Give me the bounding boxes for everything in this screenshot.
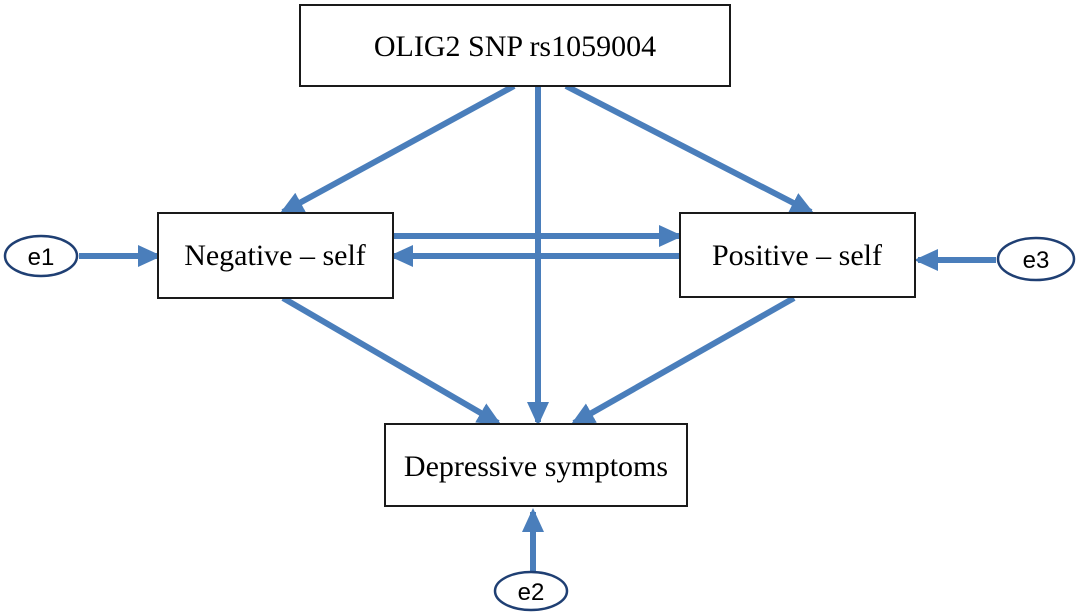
- error-e2-label: e2: [518, 579, 545, 606]
- node-snp: OLIG2 SNP rs1059004: [299, 4, 731, 87]
- error-e2-ellipse: [493, 570, 569, 612]
- error-e3: e3: [996, 236, 1076, 282]
- error-e3-ellipse: [996, 236, 1076, 282]
- node-positive-self-box: [679, 212, 916, 298]
- node-snp-box: [299, 4, 731, 87]
- node-negative-self-box: [157, 212, 394, 299]
- arrow-snp-to-positive: [564, 83, 815, 215]
- error-e1: e1: [3, 234, 79, 278]
- node-negative-self: Negative – self: [157, 212, 394, 299]
- error-e2: e2: [493, 570, 569, 612]
- arrow-positive-to-depressive: [570, 295, 796, 426]
- node-negative-self-label: Negative – self: [184, 239, 366, 272]
- node-positive-self: Positive – self: [679, 212, 916, 298]
- node-positive-self-label: Positive – self: [712, 239, 882, 272]
- node-depressive-symptoms: Depressive symptoms: [384, 423, 688, 507]
- node-depressive-symptoms-label: Depressive symptoms: [404, 450, 668, 483]
- error-e3-label: e3: [1023, 247, 1050, 274]
- node-snp-label: OLIG2 SNP rs1059004: [374, 30, 656, 63]
- arrows-layer: [79, 83, 996, 572]
- arrow-snp-to-negative: [279, 83, 516, 215]
- arrow-negative-to-depressive: [281, 295, 502, 426]
- error-e1-label: e1: [28, 244, 55, 271]
- error-e1-ellipse: [3, 234, 79, 278]
- node-depressive-symptoms-box: [384, 423, 688, 507]
